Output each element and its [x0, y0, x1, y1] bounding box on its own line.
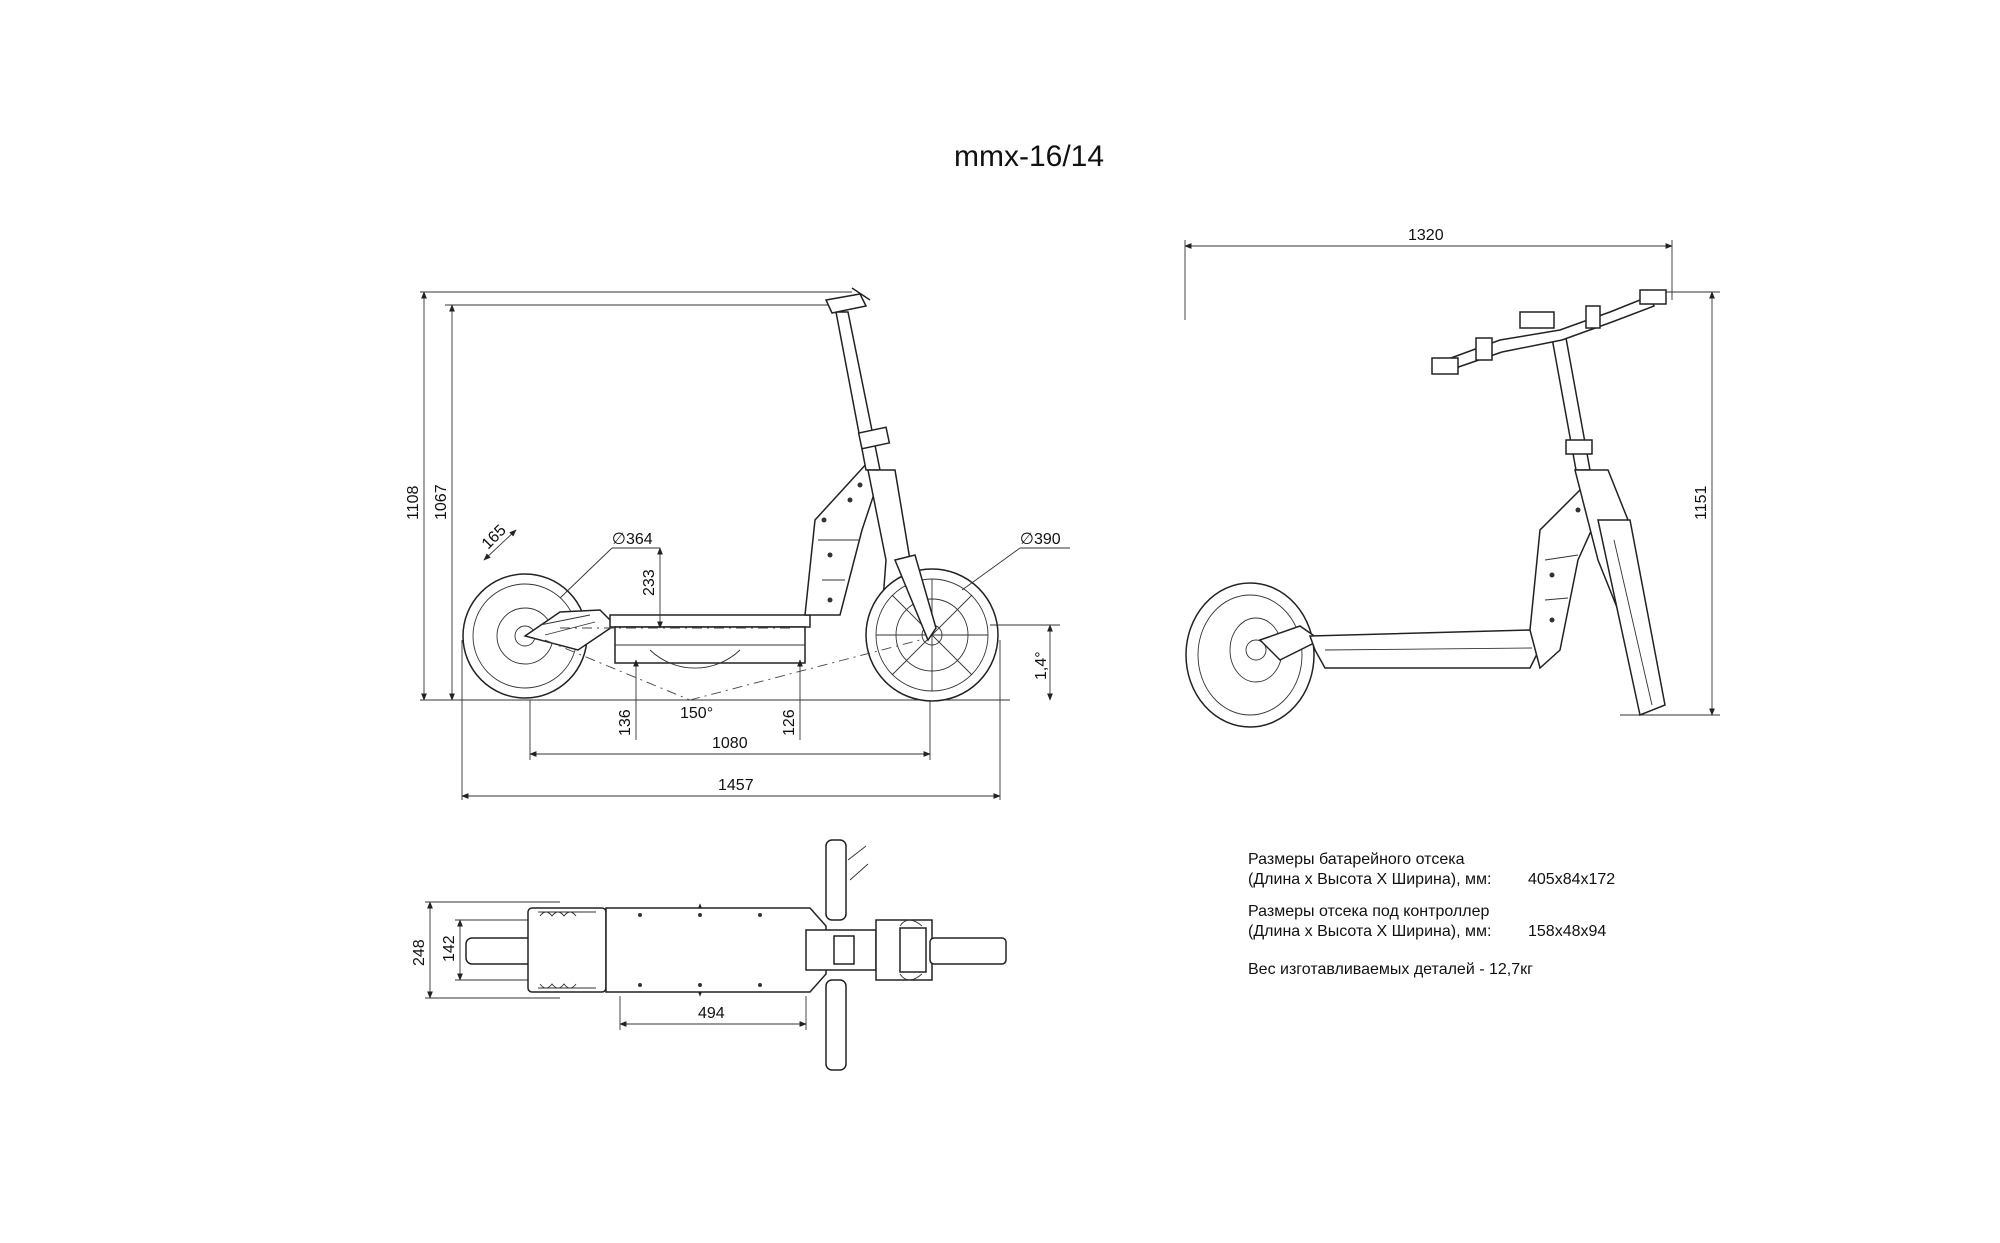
weight-value: 12,7кг [1489, 961, 1533, 978]
top-view: 248 142 232 494 [411, 839, 1007, 1071]
perspective-view: 1320 1151 [1184, 227, 1720, 728]
side-view: 1108 1067 165 ∅364 ∅390 233 1,4° 136 126… [405, 287, 1070, 800]
battery-label-line-1: Размеры батарейного отсека [1248, 851, 1465, 868]
dim-steering-angle: 150° [680, 705, 713, 722]
specs-panel: Размеры батарейного отсека (Длина х Высо… [1248, 850, 1615, 992]
dim-seat-height: 1067 [433, 484, 450, 520]
frame-side [804, 460, 881, 616]
dim-wheelbase: 1080 [712, 735, 748, 752]
weight-label: Вес изготавливаемых деталей [1248, 961, 1475, 978]
battery-label-line-2: (Длина х Высота Х Ширина), мм: [1248, 871, 1492, 888]
dim-deck-height: 233 [641, 569, 658, 596]
dim-front-width: 1320 [1408, 227, 1444, 244]
weight-separator: - [1479, 961, 1489, 978]
dim-top-outer: 248 [411, 939, 428, 966]
dim-angle-small: 1,4° [1033, 651, 1050, 680]
dim-total-height: 1108 [405, 485, 422, 520]
dim-top-length: 494 [698, 1005, 725, 1022]
drawing-title: mmx-16/14 [954, 140, 1104, 173]
dim-front-wheel: ∅390 [1020, 531, 1061, 548]
dim-clearance-front: 126 [781, 709, 798, 736]
battery-spec: Размеры батарейного отсека (Длина х Высо… [1248, 850, 1615, 890]
deck-side [609, 614, 811, 664]
dim-total-length: 1457 [718, 777, 754, 794]
weight-spec: Вес изготавливаемых деталей - 12,7кг [1248, 960, 1533, 980]
battery-value: 405х84х172 [1528, 871, 1616, 888]
dim-rear-wheel: ∅364 [612, 531, 653, 548]
controller-label-line-2: (Длина х Высота Х Ширина), мм: [1248, 923, 1492, 940]
dim-top-inner: 142 [441, 935, 458, 962]
controller-value: 158х48х94 [1528, 923, 1607, 940]
dim-rear-arm: 165 [479, 522, 510, 553]
handlebar-side [824, 287, 871, 314]
dim-front-height: 1151 [1693, 485, 1710, 520]
controller-spec: Размеры отсека под контроллер (Длина х В… [1248, 902, 1606, 942]
dim-clearance-rear: 136 [617, 709, 634, 736]
controller-label-line-1: Размеры отсека под контроллер [1248, 903, 1490, 920]
